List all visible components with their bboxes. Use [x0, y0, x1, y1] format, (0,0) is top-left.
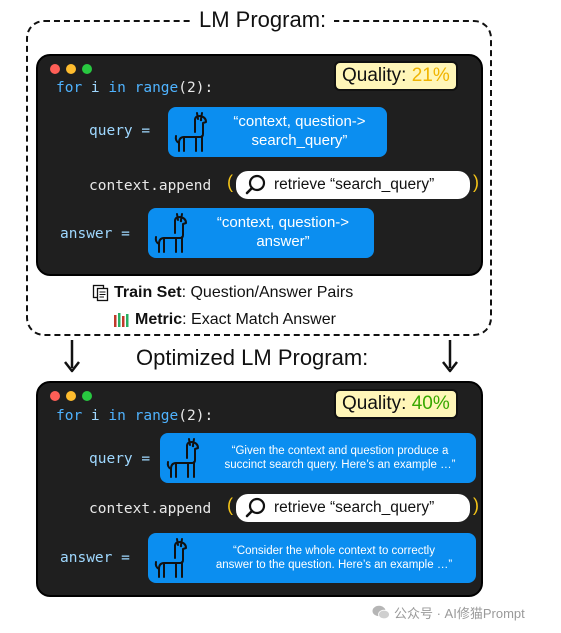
documents-icon: [92, 284, 109, 302]
answer-assignment: answer =: [60, 226, 130, 242]
context-append-call: context.append: [89, 178, 212, 194]
optimized-program-title: Optimized LM Program:: [136, 345, 369, 370]
close-paren: ): [473, 172, 479, 192]
llama-icon: [154, 538, 187, 578]
answer-signature-text: “context, question-> answer”: [216, 214, 350, 250]
for-loop-line: for i in range(2):: [56, 80, 213, 96]
quality-label: Quality:: [342, 393, 412, 414]
for-loop-line: for i in range(2):: [56, 408, 213, 424]
llama-icon: [154, 213, 187, 253]
metric-label: Metric: [135, 311, 183, 328]
train-set-desc: : Question/Answer Pairs: [181, 284, 354, 301]
loop-var: i: [82, 80, 109, 96]
query-prompt-text: “Given the context and question produce …: [224, 444, 456, 471]
window-minimize-dot[interactable]: [66, 64, 76, 74]
retrieve-pill[interactable]: retrieve “search_query”: [236, 171, 470, 199]
window-close-dot[interactable]: [50, 391, 60, 401]
llama-icon: [174, 112, 207, 152]
answer-prompt-bubble: “Consider the whole context to correctly…: [148, 533, 476, 583]
top-code-editor: Quality: 21% for i in range(2): query = …: [36, 54, 483, 276]
llama-icon: [166, 438, 199, 478]
answer-prompt-text: “Consider the whole context to correctly…: [215, 544, 453, 571]
range-args: (2):: [178, 80, 214, 96]
query-assignment: query =: [89, 451, 151, 467]
open-paren: (: [227, 495, 233, 515]
window-maximize-dot[interactable]: [82, 391, 92, 401]
train-set-label: Train Set: [114, 284, 182, 301]
window-close-dot[interactable]: [50, 64, 60, 74]
query-signature-text: “context, question-> search_query”: [233, 113, 366, 149]
retrieve-text: retrieve “search_query”: [274, 499, 435, 516]
loop-var: i: [82, 408, 109, 424]
arrow-down-icon: [442, 340, 458, 373]
search-icon: [245, 497, 266, 518]
range-args: (2):: [178, 408, 214, 424]
answer-assignment: answer =: [60, 550, 130, 566]
watermark-text: 公众号 · AI修猫Prompt: [394, 606, 525, 621]
query-assignment: query =: [89, 123, 151, 139]
open-paren: (: [227, 172, 233, 192]
in-keyword: in: [108, 80, 126, 96]
window-minimize-dot[interactable]: [66, 391, 76, 401]
quality-value: 21%: [411, 65, 450, 86]
train-set-caption: Train Set: Question/Answer Pairs: [92, 284, 353, 302]
lm-program-title: LM Program:: [191, 7, 335, 33]
range-fn: range: [134, 80, 179, 96]
metric-caption: Metric: Exact Match Answer: [113, 311, 336, 329]
metric-bars-icon: [114, 313, 129, 327]
quality-value: 40%: [411, 393, 450, 414]
query-signature-bubble: “context, question-> search_query”: [168, 107, 387, 157]
window-maximize-dot[interactable]: [82, 64, 92, 74]
for-keyword: for: [56, 408, 83, 424]
range-fn: range: [134, 408, 179, 424]
close-paren: ): [473, 495, 479, 515]
watermark: 公众号 · AI修猫Prompt: [372, 603, 525, 622]
for-keyword: for: [56, 80, 83, 96]
wechat-icon: [372, 605, 390, 620]
query-prompt-bubble: “Given the context and question produce …: [160, 433, 476, 483]
bottom-code-editor: Quality: 40% for i in range(2): query = …: [36, 381, 483, 597]
quality-badge: Quality: 21%: [334, 61, 458, 91]
retrieve-text: retrieve “search_query”: [274, 176, 435, 193]
in-keyword: in: [108, 408, 126, 424]
retrieve-pill[interactable]: retrieve “search_query”: [236, 494, 470, 522]
quality-badge: Quality: 40%: [334, 389, 458, 419]
quality-label: Quality:: [342, 65, 412, 86]
answer-signature-bubble: “context, question-> answer”: [148, 208, 374, 258]
metric-desc: : Exact Match Answer: [182, 311, 336, 328]
arrow-down-icon: [64, 340, 80, 373]
search-icon: [245, 174, 266, 195]
context-append-call: context.append: [89, 501, 212, 517]
